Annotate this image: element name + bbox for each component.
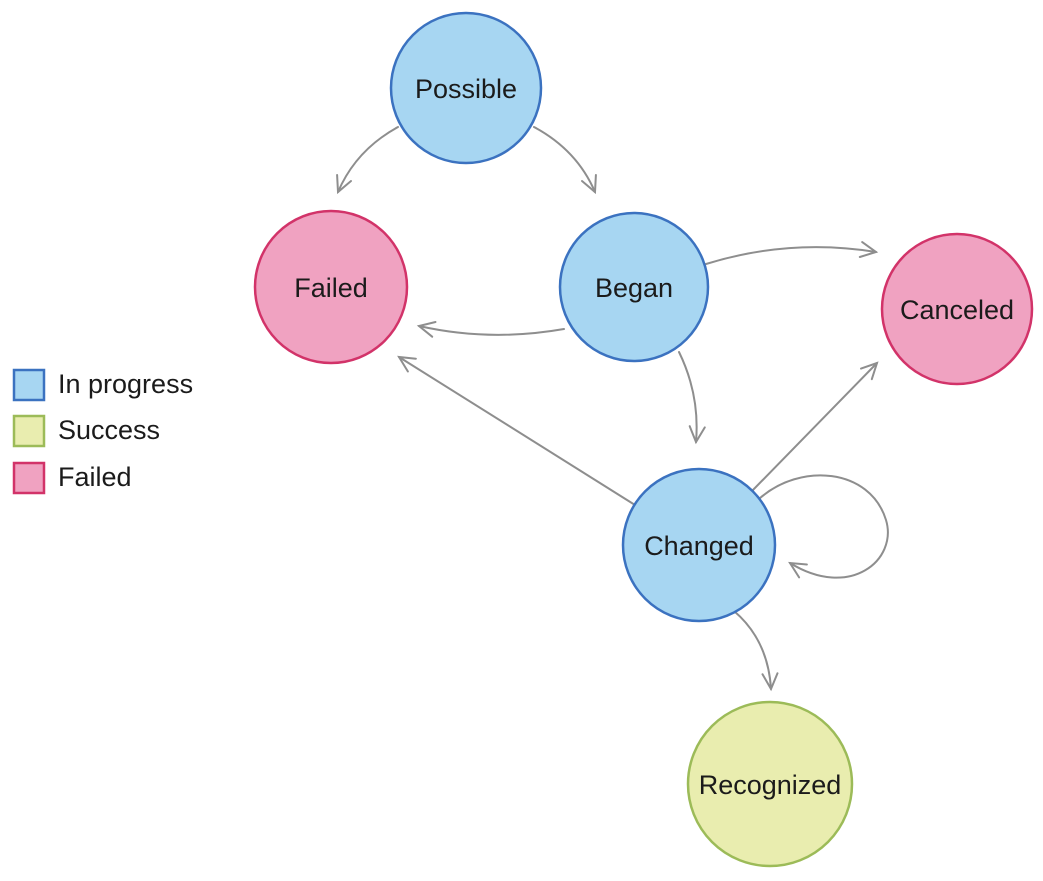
node-layer: Possible Failed Began Canceled Changed R	[253, 11, 1034, 868]
edge-possible-began-arrowhead	[581, 174, 597, 195]
node-changed-circle	[621, 467, 777, 623]
edge-changed-canceled-arrowhead	[860, 361, 879, 381]
edge-possible-began	[533, 126, 596, 193]
node-canceled-label: Canceled	[900, 295, 1014, 325]
legend: In progress Success Failed	[12, 368, 193, 495]
edge-changed-failed	[398, 356, 636, 506]
node-recognized-circle	[686, 700, 854, 868]
edge-possible-failed	[337, 126, 399, 193]
node-changed: Changed	[621, 467, 777, 623]
legend-item-in-progress: In progress	[12, 368, 193, 402]
edge-changed-recognized	[733, 610, 772, 690]
node-possible-circle	[389, 11, 543, 165]
legend-label-failed: Failed	[58, 462, 132, 492]
edge-began-canceled-arrowhead	[858, 241, 879, 258]
legend-swatch-in-progress	[12, 368, 46, 402]
node-failed-circle	[253, 209, 409, 365]
legend-item-failed: Failed	[12, 461, 132, 495]
edge-changed-self-loop	[758, 474, 889, 579]
edge-changed-self-loop-arrowhead	[788, 561, 808, 579]
legend-label-success: Success	[58, 415, 160, 445]
node-began-circle	[558, 211, 710, 363]
edge-began-changed-arrowhead	[688, 425, 706, 445]
edge-changed-recognized-arrowhead	[761, 672, 779, 692]
node-possible-label: Possible	[415, 74, 517, 104]
node-changed-label: Changed	[644, 531, 754, 561]
legend-swatch-success	[12, 414, 46, 448]
node-began: Began	[558, 211, 710, 363]
node-failed-label: Failed	[294, 273, 368, 303]
edge-possible-failed-arrowhead	[336, 174, 352, 195]
legend-item-success: Success	[12, 414, 160, 448]
legend-label-in-progress: In progress	[58, 369, 193, 399]
node-recognized-label: Recognized	[699, 770, 842, 800]
edge-began-canceled	[705, 246, 877, 265]
node-failed: Failed	[253, 209, 409, 365]
edge-began-failed	[418, 325, 565, 336]
edge-changed-canceled	[751, 362, 878, 492]
node-canceled-circle	[880, 232, 1034, 386]
node-canceled: Canceled	[880, 232, 1034, 386]
edge-began-changed	[678, 351, 698, 443]
edge-changed-failed-arrowhead	[397, 355, 417, 373]
node-possible: Possible	[389, 11, 543, 165]
edge-layer	[336, 126, 889, 692]
node-recognized: Recognized	[686, 700, 854, 868]
edge-began-failed-arrowhead	[416, 321, 437, 338]
node-began-label: Began	[595, 273, 673, 303]
legend-swatch-failed	[12, 461, 46, 495]
